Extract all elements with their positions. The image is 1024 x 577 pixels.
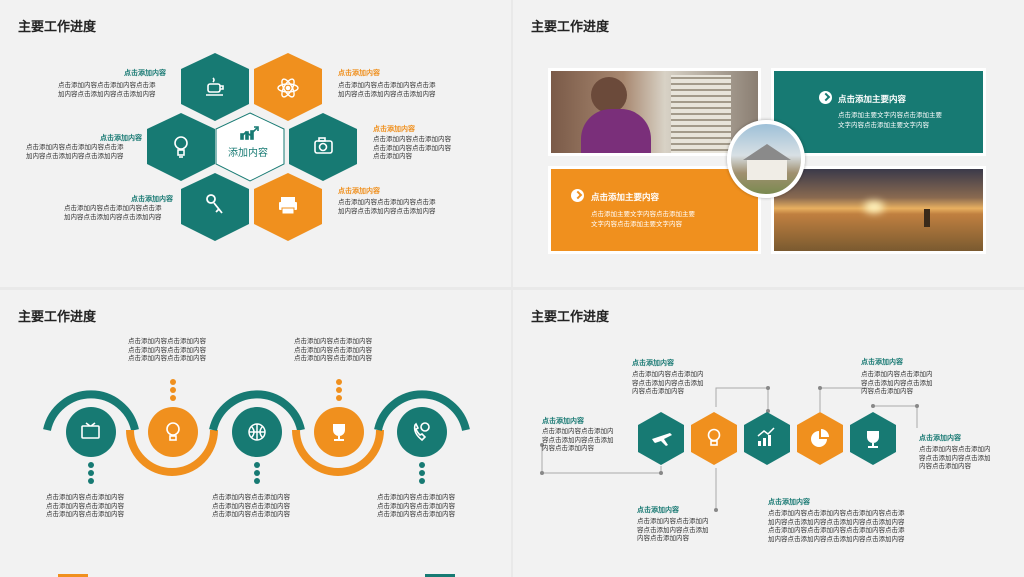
label-5-body: 点击添加内容点击添加内容点击添加内容点击添加内容点击添加内容 [637,517,709,543]
hex-4 [797,412,843,465]
airplane-icon [652,433,672,446]
label-1-body: 点击添加内容点击添加内容点击添加内容点击添加内容点击添加内容 [542,427,614,453]
label-6-body: 点击添加内容点击添加内容点击添加内容点击添加内容点击添加内容 [338,198,436,215]
label-3-body: 点击添加内容点击添加内容点击添加内容点击添加内容点击添加内容 [861,370,933,396]
label-6-heading: 点击添加内容 [768,498,810,506]
slide-3[interactable]: 主要工作进度 点击添加内容点击添加内容点击添加内容点击添加内容点击添加内容点击添… [0,290,511,577]
hex-top-left [181,53,249,121]
hex-bottom-left [181,173,249,241]
growth-chart-icon [757,427,775,446]
label-6-body: 点击添加内容点击添加内容点击添加内容点击添加内容点击添加内容点击添加内容点击添加… [768,509,905,543]
lightbulb-icon [166,422,180,441]
label-1-body: 点击添加内容点击添加内容点击添加内容点击添加内容点击添加内容 [58,81,156,98]
label-2-body: 点击添加内容点击添加内容点击添加内容点击添加内容点击添加内容 [632,370,704,396]
label-4-heading: 点击添加内容 [919,434,961,442]
slide-1[interactable]: 主要工作进度 添加内容 点击添加内容 点击添加内容点击添加内容点击添加内容点击添… [0,0,511,287]
bottom-text-2: 点击添加内容点击添加内容点击添加内容点击添加内容点击添加内容点击添加内容 [212,493,290,519]
label-5-heading: 点击添加内容 [637,506,679,514]
slide-title: 主要工作进度 [18,20,97,35]
slide-title: 主要工作进度 [18,310,97,325]
house-photo [727,120,805,198]
label-5-heading: 点击添加内容 [373,125,415,133]
hex-timeline [540,386,919,512]
teacup-icon [206,77,224,96]
bottom-text-3: 点击添加内容点击添加内容点击添加内容点击添加内容点击添加内容点击添加内容 [377,493,455,519]
arrow-right-icon [819,91,832,104]
trophy-icon [867,431,879,448]
slide-title: 主要工作进度 [531,20,610,35]
top-text-1: 点击添加内容点击添加内容点击添加内容点击添加内容点击添加内容点击添加内容 [128,337,206,363]
footer-accent [58,574,88,577]
lightbulb-icon [174,136,188,158]
label-1-heading: 点击添加内容 [124,69,166,77]
label-5-body: 点击添加内容点击添加内容点击添加内容点击添加内容点击添加内容 [373,135,451,161]
bottom-text-1: 点击添加内容点击添加内容点击添加内容点击添加内容点击添加内容点击添加内容 [46,493,124,519]
sunset-field-photo [771,166,986,254]
card-2-body: 点击添加主要文字内容点击添加主要文字内容点击添加主要文字内容 [591,210,695,228]
content-card-2[interactable]: 点击添加主要内容 点击添加主要文字内容点击添加主要文字内容点击添加主要文字内容 [548,166,761,254]
hex-3 [744,412,790,465]
card-1-heading: 点击添加主要内容 [838,95,907,105]
hex-mid-right [289,113,357,181]
label-2-heading: 点击添加内容 [100,134,142,142]
atom-icon [277,78,299,98]
content-card-1[interactable]: 点击添加主要内容 点击添加主要文字内容点击添加主要文字内容点击添加主要文字内容 [771,68,986,156]
arrow-right-icon [571,189,584,202]
hexagon-cluster [147,53,357,241]
wave-timeline [43,379,470,484]
hex-2 [691,412,737,465]
node-1 [66,407,116,457]
label-2-heading: 点击添加内容 [632,359,674,367]
tv-icon [81,422,100,439]
slide-title: 主要工作进度 [531,310,610,325]
slide-2[interactable]: 主要工作进度 点击添加主要内容 点击添加主要文字内容点击添加主要文字内容点击添加… [513,0,1024,287]
card-1-body: 点击添加主要文字内容点击添加主要文字内容点击添加主要文字内容 [838,111,942,129]
hex-mid-left [147,113,215,181]
label-2-body: 点击添加内容点击添加内容点击添加内容点击添加内容点击添加内容 [26,143,124,160]
lightbulb-icon [707,428,721,446]
label-4-body: 点击添加内容点击添加内容点击添加内容点击添加内容点击添加内容 [338,81,436,98]
center-label: 添加内容 [228,148,268,159]
key-icon [206,194,223,214]
office-photo [548,68,761,156]
top-text-2: 点击添加内容点击添加内容点击添加内容点击添加内容点击添加内容点击添加内容 [294,337,372,363]
label-3-body: 点击添加内容点击添加内容点击添加内容点击添加内容点击添加内容 [64,204,162,221]
card-2-heading: 点击添加主要内容 [591,193,660,203]
label-3-heading: 点击添加内容 [131,195,173,203]
node-2 [148,407,198,457]
basketball-icon [248,423,266,441]
label-6-heading: 点击添加内容 [338,187,380,195]
label-4-body: 点击添加内容点击添加内容点击添加内容点击添加内容点击添加内容 [919,445,991,471]
hex-center [215,112,285,182]
camera-icon [314,137,333,154]
node-5 [397,407,447,457]
growth-chart-icon [240,126,259,140]
trophy-icon [333,424,345,441]
label-1-heading: 点击添加内容 [542,417,584,425]
pie-chart-icon [811,429,829,447]
label-3-heading: 点击添加内容 [861,358,903,366]
phone-24-icon [413,422,430,442]
footer-accent [425,574,455,577]
slide-4[interactable]: 主要工作进度 点击添加内容 点击添加内容点击添加内容点击添加内容点击添加内容点击… [513,290,1024,577]
printer-icon [279,197,297,215]
label-4-heading: 点击添加内容 [338,69,380,77]
